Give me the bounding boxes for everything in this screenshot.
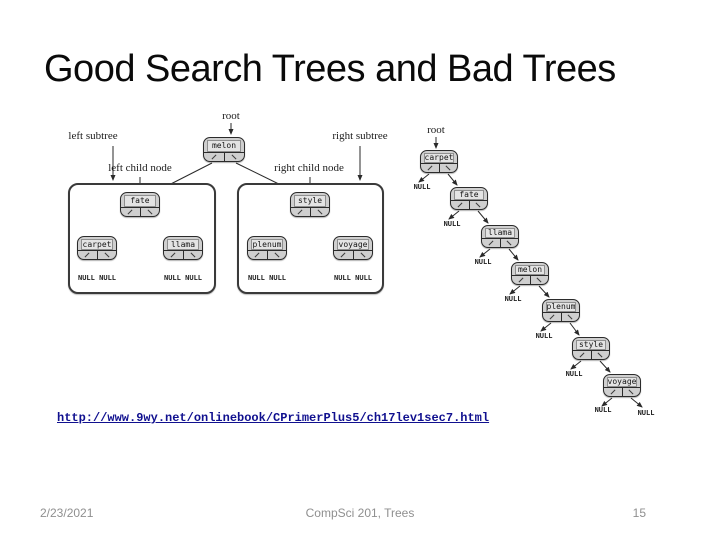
tree-node-plenum: plenum: [247, 236, 287, 260]
node-label: llama: [167, 239, 199, 250]
node-label: fate: [124, 195, 156, 207]
null-label: NULL: [504, 295, 522, 303]
node-pointer-cells: [291, 207, 329, 216]
node-pointer-cells: [421, 163, 457, 172]
node-pointer-cells: [164, 250, 202, 259]
node-pointer-cells: [248, 250, 286, 259]
tree-node-plenum: plenum: [542, 299, 580, 322]
null-label: NULL: [99, 274, 116, 282]
node-pointer-cells: [573, 350, 609, 359]
tree-node-llama: llama: [163, 236, 203, 260]
node-label: plenum: [546, 302, 576, 312]
node-pointer-cells: [121, 207, 159, 216]
null-pair: NULL NULL: [334, 275, 372, 282]
node-label: carpet: [424, 153, 454, 163]
node-pointer-cells: [78, 250, 116, 259]
annotation-root: root: [427, 124, 445, 136]
tree-node-carpet: carpet: [420, 150, 458, 173]
node-pointer-cells: [334, 250, 372, 259]
null-label: NULL: [474, 258, 492, 266]
node-pointer-cells: [482, 238, 518, 247]
node-pointer-cells: [604, 387, 640, 396]
tree-node-style: style: [290, 192, 330, 217]
null-label: NULL: [535, 332, 553, 340]
null-label: NULL: [78, 274, 95, 282]
null-label: NULL: [334, 274, 351, 282]
null-label: NULL: [637, 409, 655, 417]
node-pointer-cells: [451, 200, 487, 209]
null-label: NULL: [565, 370, 583, 378]
node-label: style: [294, 195, 326, 207]
node-label: voyage: [607, 377, 637, 387]
tree-node-llama: llama: [481, 225, 519, 248]
null-label: NULL: [269, 274, 286, 282]
node-label: carpet: [81, 239, 113, 250]
null-label: NULL: [443, 220, 461, 228]
node-pointer-cells: [543, 312, 579, 321]
node-label: voyage: [337, 239, 369, 250]
node-pointer-cells: [204, 152, 244, 161]
node-label: style: [576, 340, 606, 350]
null-label: NULL: [413, 183, 431, 191]
tree-node-carpet: carpet: [77, 236, 117, 260]
null-label: NULL: [355, 274, 372, 282]
footer-date: 2/23/2021: [40, 506, 94, 520]
null-label: NULL: [185, 274, 202, 282]
annotation-right-subtree: right subtree: [332, 130, 388, 142]
tree-node-fate: fate: [120, 192, 160, 217]
node-label: fate: [454, 190, 484, 200]
node-label: melon: [515, 265, 545, 275]
annotation-left-child-node: left child node: [108, 162, 172, 174]
tree-node-melon: melon: [511, 262, 549, 285]
node-label: melon: [207, 140, 241, 152]
tree-node-melon: melon: [203, 137, 245, 162]
null-pair: NULL NULL: [248, 275, 286, 282]
annotation-left-subtree: left subtree: [68, 130, 118, 142]
null-pair: NULL NULL: [78, 275, 116, 282]
annotation-right-child-node: right child node: [274, 162, 344, 174]
null-label: NULL: [594, 406, 612, 414]
page-title: Good Search Trees and Bad Trees: [44, 48, 616, 90]
tree-node-style: style: [572, 337, 610, 360]
source-link[interactable]: http://www.9wy.net/onlinebook/CPrimerPlu…: [57, 411, 490, 425]
footer-page-number: 15: [632, 506, 646, 520]
annotation-root: root: [222, 110, 240, 122]
node-label: llama: [485, 228, 515, 238]
null-label: NULL: [248, 274, 265, 282]
tree-node-voyage: voyage: [333, 236, 373, 260]
node-label: plenum: [251, 239, 283, 250]
footer-course: CompSci 201, Trees: [305, 506, 415, 520]
tree-node-fate: fate: [450, 187, 488, 210]
null-label: NULL: [164, 274, 181, 282]
null-pair: NULL NULL: [164, 275, 202, 282]
node-pointer-cells: [512, 275, 548, 284]
tree-node-voyage: voyage: [603, 374, 641, 397]
